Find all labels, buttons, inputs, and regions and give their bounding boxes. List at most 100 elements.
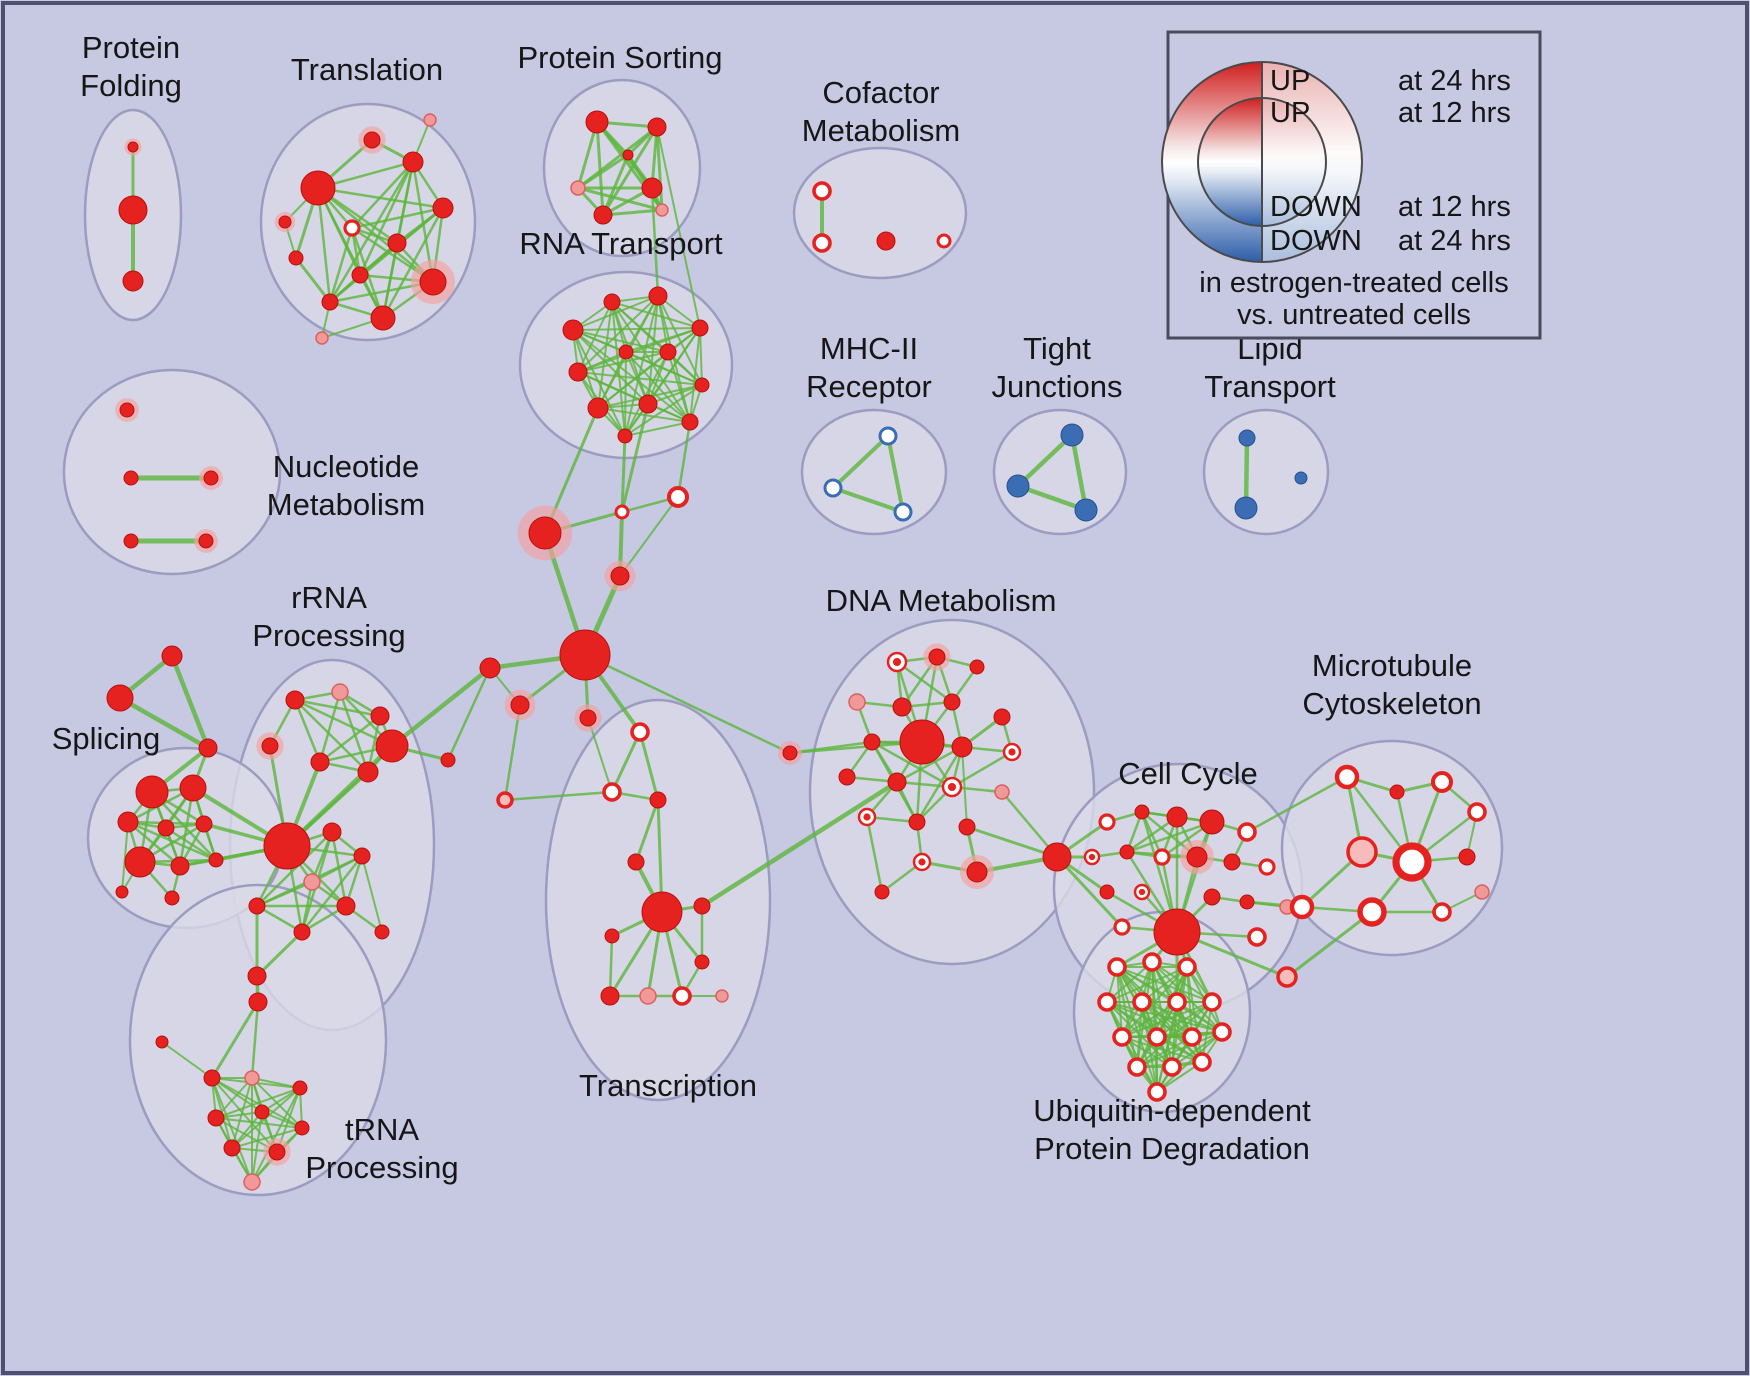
edge	[211, 1077, 253, 1183]
node-mc2	[1389, 784, 1405, 800]
legend-row-2-time: at 12 hrs	[1398, 191, 1511, 223]
edge	[1015, 432, 1075, 489]
node-sp6	[124, 846, 156, 878]
edge	[577, 371, 703, 386]
node-rr1	[285, 690, 305, 710]
node-dm6	[943, 693, 961, 711]
node-c3	[440, 752, 456, 768]
node-dm7	[993, 708, 1011, 726]
edge	[576, 186, 664, 212]
edge	[328, 160, 415, 304]
node-ps6	[655, 203, 669, 217]
edge	[961, 746, 968, 828]
cluster-label-cofactor-metabolism: Metabolism	[802, 113, 961, 148]
node-c4	[496, 791, 514, 809]
cluster-label-protein-folding: Folding	[80, 68, 182, 103]
node-t6	[370, 305, 396, 331]
legend-caption-line1: in estrogen-treated cells	[1199, 267, 1509, 299]
node-ub2	[1142, 952, 1162, 972]
legend-row-2-label: DOWN	[1270, 191, 1362, 223]
node-hub	[559, 629, 611, 681]
node-m2	[823, 478, 843, 498]
node-cc7	[1119, 844, 1135, 860]
edge	[572, 329, 626, 437]
node-rrB	[375, 729, 409, 763]
node-ub5	[1132, 992, 1152, 1012]
node-pf2	[118, 195, 148, 225]
node-dmB	[899, 719, 945, 765]
cluster-label-tight-junctions: Junctions	[992, 369, 1123, 404]
edge	[1245, 775, 1349, 834]
node-ub9	[1147, 1027, 1167, 1047]
edge	[625, 351, 703, 386]
node-dm14	[994, 784, 1010, 800]
legend-inner-ring-saturated	[1198, 98, 1262, 226]
edge	[381, 241, 399, 320]
node-mc4	[1467, 802, 1487, 822]
edge	[255, 930, 304, 978]
edge	[1106, 1001, 1158, 1093]
edge	[667, 351, 691, 423]
node-t9	[343, 219, 361, 237]
cluster-label-lipid-transport: Transport	[1204, 369, 1336, 404]
node-cc17	[1247, 927, 1267, 947]
node-tx13	[672, 986, 692, 1006]
edge	[620, 434, 627, 514]
edge	[676, 420, 692, 499]
node-ub10	[1182, 1027, 1202, 1047]
node-t4	[432, 197, 454, 219]
edge	[358, 160, 415, 277]
node-dm11	[838, 768, 856, 786]
edge	[656, 126, 701, 329]
cluster-label-protein-folding: Protein	[82, 30, 180, 65]
node-cc5	[1237, 822, 1257, 842]
node-sp8	[208, 852, 224, 868]
node-st2	[106, 684, 134, 712]
edge	[1136, 1001, 1143, 1068]
node-dm13	[947, 782, 957, 792]
node-rr14	[247, 966, 267, 986]
node-cf4	[936, 233, 952, 249]
edge	[655, 125, 664, 212]
node-mc3	[1430, 770, 1454, 794]
node-ub3	[1177, 957, 1197, 977]
edge	[293, 698, 370, 774]
node-rr5	[310, 752, 330, 772]
node-t3	[402, 151, 424, 173]
node-sp2	[179, 774, 207, 802]
node-rr9	[303, 873, 321, 891]
edge	[601, 208, 664, 217]
node-mc8	[1357, 897, 1387, 927]
node-st1	[161, 645, 183, 667]
node-tn10	[268, 1143, 286, 1161]
edge	[577, 301, 613, 373]
edge	[831, 486, 905, 514]
edge	[1243, 435, 1250, 511]
node-m1	[878, 426, 898, 446]
node-rr12	[248, 897, 266, 915]
edge	[255, 880, 314, 908]
edge	[831, 434, 890, 490]
node-mcB	[1392, 842, 1432, 882]
edge	[1151, 961, 1223, 1033]
cluster-label-protein-sorting: Protein Sorting	[517, 40, 722, 75]
edge	[117, 695, 211, 751]
node-rr4	[261, 737, 279, 755]
node-mc10	[1474, 884, 1490, 900]
edge	[1121, 1001, 1178, 1038]
node-nm3	[203, 470, 219, 486]
node-tx7	[641, 891, 683, 933]
edge	[625, 351, 691, 423]
node-tj3	[1074, 498, 1098, 522]
edge	[231, 1077, 253, 1149]
edge	[294, 256, 332, 304]
cluster-label-mhc-ii-receptor: MHC-II	[820, 331, 918, 366]
node-big1	[528, 516, 562, 550]
node-cc14	[1203, 888, 1221, 906]
node-mid1	[782, 745, 798, 761]
edge	[915, 745, 964, 824]
edge	[164, 826, 218, 862]
edge	[250, 1000, 260, 1080]
edge	[446, 666, 492, 762]
node-t10	[387, 233, 407, 253]
